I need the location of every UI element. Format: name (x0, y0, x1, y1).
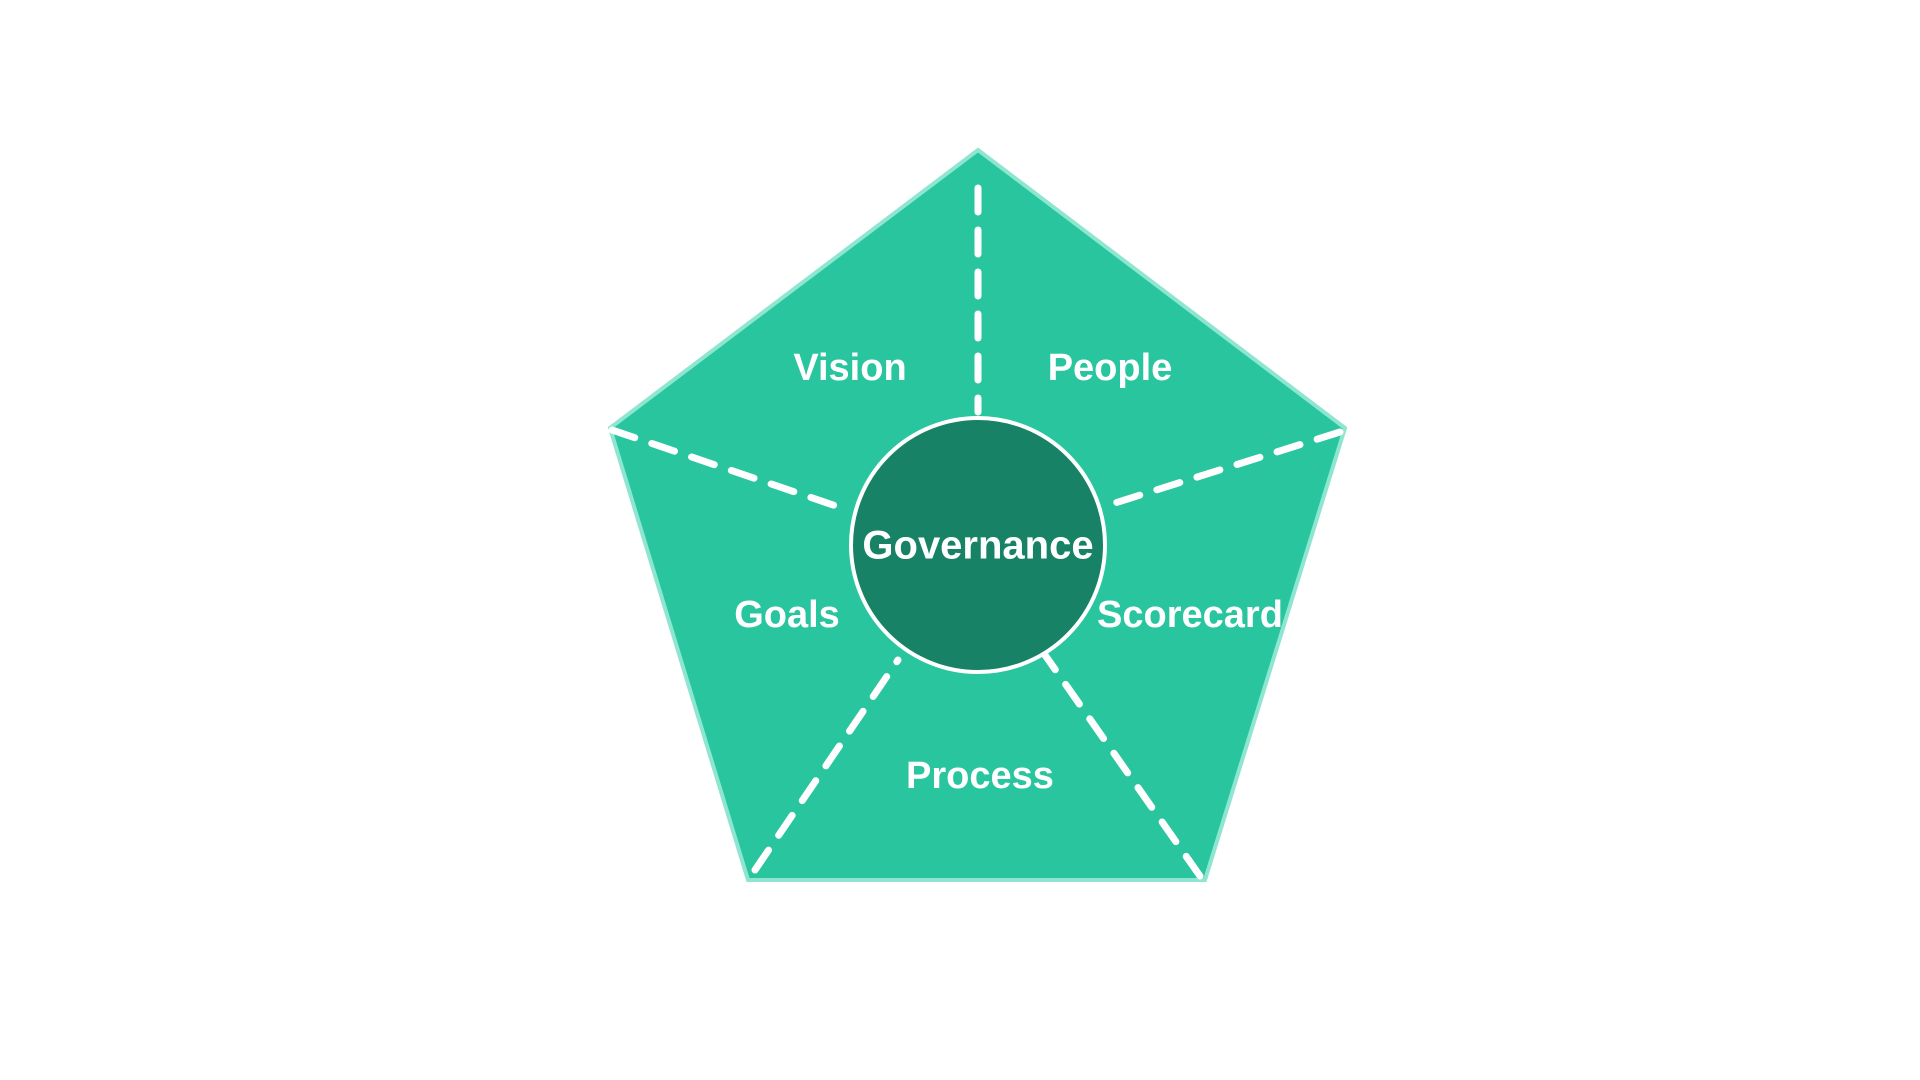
segment-label-goals: Goals (734, 594, 840, 636)
segment-label-vision: Vision (793, 347, 906, 389)
segment-label-scorecard: Scorecard (1097, 594, 1283, 636)
segment-label-process: Process (906, 755, 1054, 797)
governance-circle (849, 416, 1107, 674)
governance-label: Governance (862, 524, 1093, 568)
spoke-upper-left (608, 426, 846, 512)
segment-label-people: People (1048, 347, 1173, 389)
spoke-lower-left (751, 656, 902, 874)
spoke-upper-right (1111, 428, 1344, 507)
spoke-lower-right (1041, 651, 1204, 880)
